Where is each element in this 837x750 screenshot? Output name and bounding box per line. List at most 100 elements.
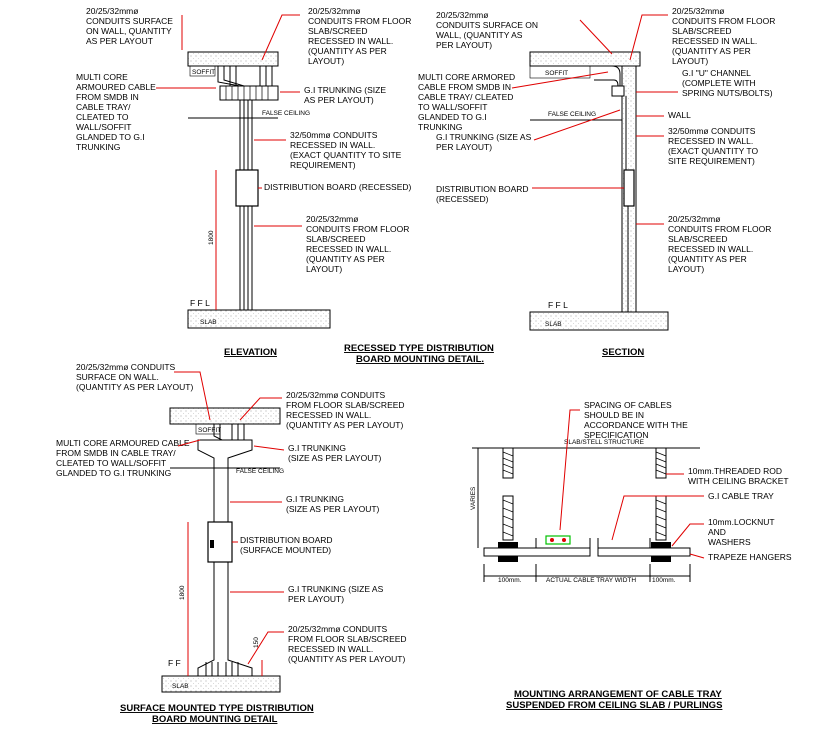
surface-top-conduits-label: 20/25/32mmø CONDUITS SURFACE ON WALL. (Q… <box>76 362 193 392</box>
surface-cable-label: MULTI CORE ARMOURED CABLE FROM SMDB IN C… <box>56 438 190 478</box>
section-leader-5 <box>533 109 621 141</box>
svg-text:MULTI CORE ARMORED: MULTI CORE ARMORED <box>418 72 515 82</box>
tray-spacing-label: SPACING OF CABLES SHOULD BE IN ACCORDANC… <box>584 400 688 440</box>
elevation-dim-text: 1800 <box>208 230 215 245</box>
svg-text:(SIZE AS PER LAYOUT): (SIZE AS PER LAYOUT) <box>286 504 380 514</box>
elevation-db-label: DISTRIBUTION BOARD (RECESSED) <box>264 182 412 192</box>
svg-text:20/25/32mmø CONDUITS: 20/25/32mmø CONDUITS <box>288 624 388 634</box>
svg-text:G.I TRUNKING (SIZE AS: G.I TRUNKING (SIZE AS <box>436 132 532 142</box>
surface-floor-conduits-label: 20/25/32mmø CONDUITS FROM FLOOR SLAB/SCR… <box>286 390 405 430</box>
svg-text:LAYOUT): LAYOUT) <box>672 56 708 66</box>
section-view: SOFFIT FALSE CEILING SLAB F F L 20/25/32… <box>418 6 775 358</box>
section-db-label: DISTRIBUTION BOARD (RECESSED) <box>436 184 529 204</box>
svg-text:RECESSED IN WALL.: RECESSED IN WALL. <box>306 244 391 254</box>
tray-tray-label: G.I CABLE TRAY <box>708 491 774 501</box>
surface-false-ceiling-label: FALSE CEILING <box>236 468 284 475</box>
tray-hanger-right <box>597 547 691 557</box>
svg-text:SPRING NUTS/BOLTS): SPRING NUTS/BOLTS) <box>682 88 773 98</box>
surface-ffl: F F <box>168 658 181 668</box>
svg-text:SPACING OF CABLES: SPACING OF CABLES <box>584 400 672 410</box>
svg-text:CLEATED TO: CLEATED TO <box>76 112 129 122</box>
surface-leader-8 <box>247 631 284 665</box>
svg-text:G.I TRUNKING (SIZE: G.I TRUNKING (SIZE <box>304 85 386 95</box>
tray-dim-right: 100mm. <box>652 577 676 584</box>
elevation-bottom-conduits-label: 20/25/32mmø CONDUITS FROM FLOOR SLAB/SCR… <box>306 214 409 274</box>
svg-text:CONDUITS FROM FLOOR: CONDUITS FROM FLOOR <box>672 16 775 26</box>
svg-text:RECESSED IN WALL.: RECESSED IN WALL. <box>672 36 757 46</box>
svg-text:20/25/32mmø: 20/25/32mmø <box>86 6 138 16</box>
svg-text:20/25/32mmø: 20/25/32mmø <box>436 10 488 20</box>
svg-text:RECESSED IN WALL.: RECESSED IN WALL. <box>668 136 753 146</box>
tray-rod-right-upper <box>655 447 667 479</box>
svg-text:MULTI CORE ARMOURED CABLE: MULTI CORE ARMOURED CABLE <box>56 438 190 448</box>
svg-text:(QUANTITY AS PER: (QUANTITY AS PER <box>308 46 387 56</box>
svg-text:CABLE TRAY/: CABLE TRAY/ <box>76 102 131 112</box>
svg-text:CABLE FROM SMDB IN: CABLE FROM SMDB IN <box>418 82 511 92</box>
tray-body-right <box>597 538 651 549</box>
svg-text:REQUIREMENT): REQUIREMENT) <box>290 160 356 170</box>
svg-text:20/25/32mmø: 20/25/32mmø <box>306 214 358 224</box>
tray-title-1: MOUNTING ARRANGEMENT OF CABLE TRAY <box>514 689 722 700</box>
tray-leader-5 <box>689 553 705 559</box>
surface-soffit-label: SOFFIT <box>198 427 221 434</box>
elevation-slab-label: SLAB <box>200 319 217 326</box>
section-floor-conduits-label: 20/25/32mmø CONDUITS FROM FLOOR SLAB/SCR… <box>672 6 775 66</box>
surface-leader-1 <box>174 371 211 421</box>
svg-text:RECESSED IN WALL.: RECESSED IN WALL. <box>308 36 393 46</box>
tray-title-2: SUSPENDED FROM CEILING SLAB / PURLINGS <box>506 700 722 711</box>
elevation-wall-conduits <box>239 100 253 170</box>
svg-text:WALL/SOFFIT: WALL/SOFFIT <box>76 122 131 132</box>
svg-text:(RECESSED): (RECESSED) <box>436 194 489 204</box>
elevation-ceiling-slab <box>187 51 279 67</box>
elevation-ffl: F F L <box>190 298 210 308</box>
tray-hanger-left <box>483 547 591 557</box>
tray-leader-1 <box>559 409 580 531</box>
tray-dim-left: 100mm. <box>498 577 522 584</box>
svg-text:20/25/32mmø CONDUITS: 20/25/32mmø CONDUITS <box>286 390 386 400</box>
svg-text:G.I TRUNKING (SIZE AS: G.I TRUNKING (SIZE AS <box>288 584 384 594</box>
elevation-trunking <box>219 85 279 101</box>
svg-text:MULTI CORE: MULTI CORE <box>76 72 128 82</box>
elevation-soffit <box>189 65 216 77</box>
svg-text:(QUANTITY AS PER LAYOUT): (QUANTITY AS PER LAYOUT) <box>288 654 405 664</box>
surface-trunking2-label: G.I TRUNKING (SIZE AS PER LAYOUT) <box>286 494 380 514</box>
svg-text:TO WALL/SOFFIT: TO WALL/SOFFIT <box>418 102 487 112</box>
tray-leader-3 <box>611 495 704 541</box>
elevation-trunking-label: G.I TRUNKING (SIZE AS PER LAYOUT) <box>304 85 386 105</box>
section-leader-1 <box>579 19 613 55</box>
svg-text:SLAB/SCREED: SLAB/SCREED <box>672 26 732 36</box>
section-leader-3 <box>511 71 609 89</box>
elevation-leader-2 <box>261 14 300 61</box>
section-wall-conduits-label: 32/50mmø CONDUITS RECESSED IN WALL. (EXA… <box>668 126 758 166</box>
svg-text:SLAB/SCREED: SLAB/SCREED <box>308 26 368 36</box>
surface-top-conduits <box>213 424 245 441</box>
svg-text:CONDUITS FROM FLOOR: CONDUITS FROM FLOOR <box>306 224 409 234</box>
tray-rod-label: 10mm.THREADED ROD WITH CEILING BRACKET <box>688 466 789 486</box>
section-floor-slab <box>529 311 669 331</box>
section-soffit <box>529 65 591 79</box>
tray-dim-mid: ACTUAL CABLE TRAY WIDTH <box>546 577 636 584</box>
section-top-conduits-label: 20/25/32mmø CONDUITS SURFACE ON WALL, (Q… <box>436 10 538 50</box>
elevation-top-conduits <box>217 66 273 87</box>
section-distribution-board <box>623 169 635 207</box>
tray-cable-group <box>545 535 571 545</box>
svg-text:10mm.THREADED ROD: 10mm.THREADED ROD <box>688 466 782 476</box>
svg-text:ON WALL, QUANTITY: ON WALL, QUANTITY <box>86 26 172 36</box>
surface-ceiling-slab <box>169 407 281 425</box>
surface-db-label: DISTRIBUTION BOARD (SURFACE MOUNTED) <box>240 535 333 555</box>
svg-text:DISTRIBUTION BOARD: DISTRIBUTION BOARD <box>436 184 529 194</box>
svg-text:CONDUITS SURFACE ON: CONDUITS SURFACE ON <box>436 20 538 30</box>
svg-text:PER LAYOUT): PER LAYOUT) <box>436 40 492 50</box>
svg-text:G.I "U" CHANNEL: G.I "U" CHANNEL <box>682 68 751 78</box>
surface-leader-2 <box>239 397 282 421</box>
section-u-channel <box>611 85 625 97</box>
svg-text:(QUANTITY AS PER: (QUANTITY AS PER <box>668 254 747 264</box>
tray-hangers-label: TRAPEZE HANGERS <box>708 552 792 562</box>
section-ceiling-slab <box>529 51 641 67</box>
recessed-title: RECESSED TYPE DISTRIBUTION BOARD MOUNTIN… <box>344 343 494 365</box>
svg-text:ARMOURED CABLE: ARMOURED CABLE <box>76 82 156 92</box>
svg-text:WALL, (QUANTITY AS: WALL, (QUANTITY AS <box>436 30 523 40</box>
svg-text:(SIZE AS PER LAYOUT): (SIZE AS PER LAYOUT) <box>288 453 382 463</box>
section-soffit-label: SOFFIT <box>545 70 568 77</box>
